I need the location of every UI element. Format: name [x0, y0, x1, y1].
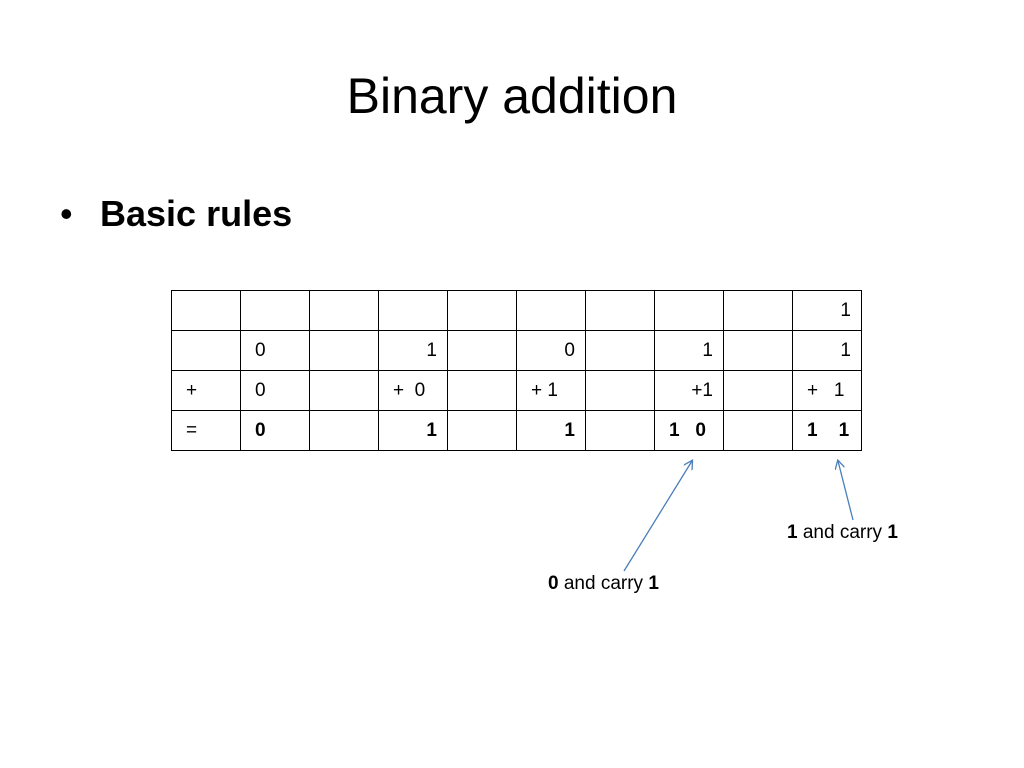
note-carry: 1	[648, 573, 659, 594]
binary-rules-table: 1 0 1 0 1 1 + 0 + 0 + 1 +1 + 1 = 0 1 1 1…	[171, 290, 862, 451]
table-cell	[585, 290, 655, 331]
result-cell: 1 1	[792, 410, 862, 451]
note-text: and carry	[558, 573, 649, 594]
arrow-carry-middle	[623, 461, 692, 572]
table-cell	[447, 290, 517, 331]
result-cell: 0	[240, 410, 310, 451]
note-carry: 1	[887, 522, 898, 543]
note-digit: 0	[548, 573, 559, 594]
table-cell: 0	[240, 330, 310, 371]
carry-note-right: 1 and carry 1	[787, 521, 898, 545]
table-cell	[585, 410, 655, 451]
operator-cell: +	[171, 370, 241, 411]
table-row: = 0 1 1 1 0 1 1	[171, 410, 862, 451]
bullet-dot-icon: •	[60, 193, 73, 234]
table-cell: + 1	[516, 370, 586, 411]
table-cell	[723, 410, 793, 451]
table-cell: 1	[378, 330, 448, 371]
table-cell	[585, 370, 655, 411]
result-cell: 1	[516, 410, 586, 451]
arrow-carry-right	[838, 461, 854, 521]
carry-note-middle: 0 and carry 1	[548, 572, 659, 596]
table-cell: 0	[240, 370, 310, 411]
table-cell	[447, 410, 517, 451]
table-row: + 0 + 0 + 1 +1 + 1	[171, 370, 862, 411]
note-digit: 1	[787, 522, 798, 543]
table-cell	[723, 370, 793, 411]
note-text: and carry	[797, 522, 888, 543]
slide-title: Binary addition	[346, 68, 678, 124]
table-cell: + 1	[792, 370, 862, 411]
table-cell: 1	[792, 330, 862, 371]
bullet-text: Basic rules	[100, 193, 293, 234]
operator-cell: =	[171, 410, 241, 451]
table-cell	[309, 290, 379, 331]
bullet-item: • Basic rules	[60, 190, 292, 238]
result-cell: 1	[378, 410, 448, 451]
table-row: 1	[171, 290, 862, 331]
result-cell: 1 0	[654, 410, 724, 451]
